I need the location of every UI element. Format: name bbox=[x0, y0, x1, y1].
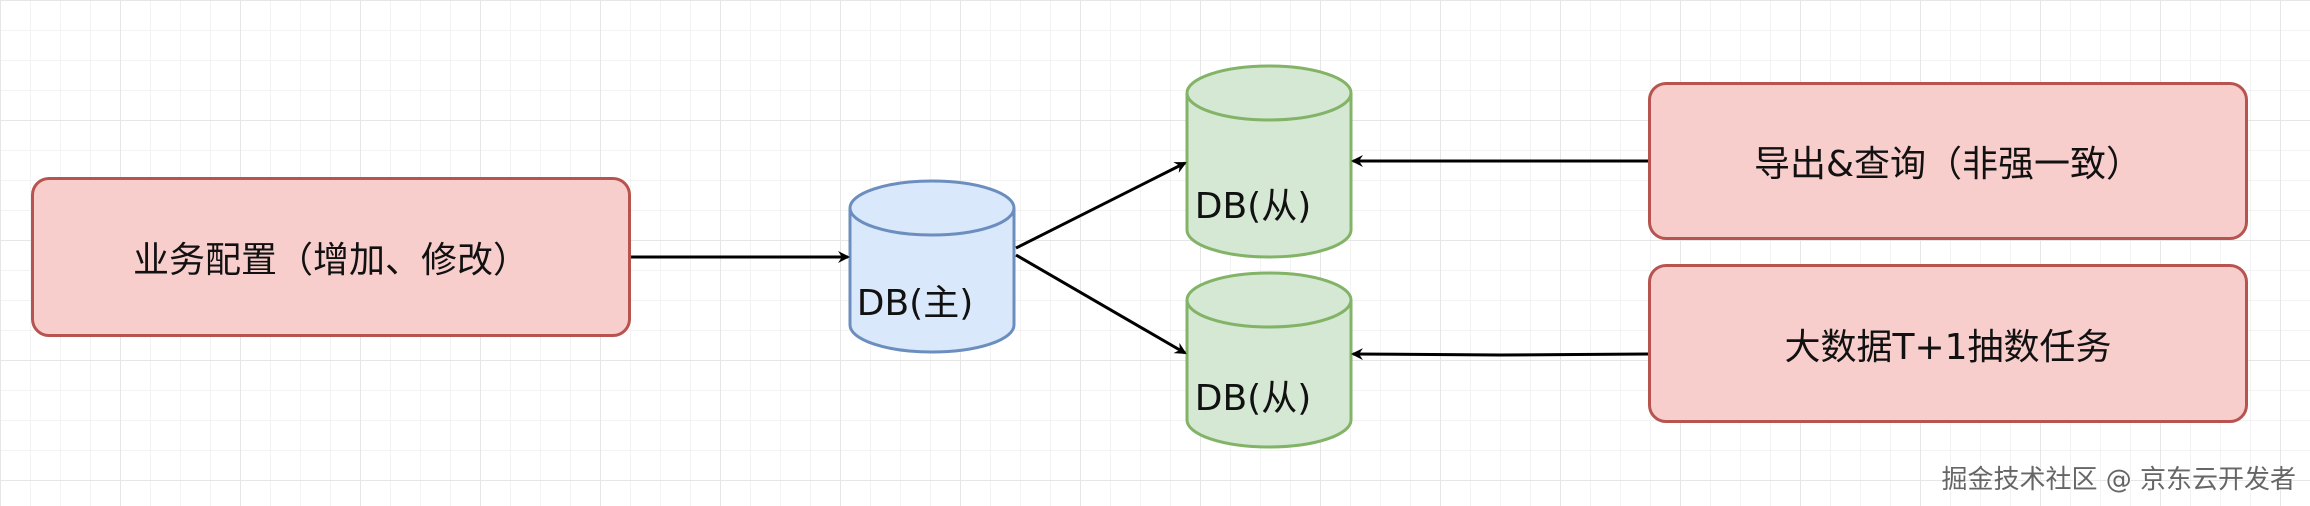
business-config-box: 业务配置（增加、修改） bbox=[31, 177, 631, 337]
edge-bigdata-to-slave-bottom bbox=[1351, 348, 1649, 361]
export-query-box: 导出&查询（非强一致） bbox=[1648, 82, 2248, 240]
db-slave-bottom-cylinder bbox=[1185, 271, 1353, 449]
export-query-label: 导出&查询（非强一致） bbox=[1753, 144, 2143, 185]
db-slave-top-cylinder bbox=[1185, 64, 1353, 259]
db-master-label: DB(主) bbox=[856, 283, 974, 324]
db-master-cylinder bbox=[848, 179, 1016, 354]
bigdata-task-box: 大数据T+1抽数任务 bbox=[1648, 264, 2248, 423]
db-slave-bottom-label: DB(从) bbox=[1194, 378, 1312, 419]
db-slave-top-label: DB(从) bbox=[1194, 186, 1312, 227]
edge-master-to-slave-top bbox=[1015, 161, 1187, 250]
edge-master-to-slave-bottom bbox=[1015, 253, 1187, 355]
bigdata-task-label: 大数据T+1抽数任务 bbox=[1784, 326, 2112, 368]
watermark-text: 掘金技术社区 @ 京东云开发者 bbox=[1941, 465, 2296, 495]
business-config-label: 业务配置（增加、修改） bbox=[132, 240, 529, 281]
